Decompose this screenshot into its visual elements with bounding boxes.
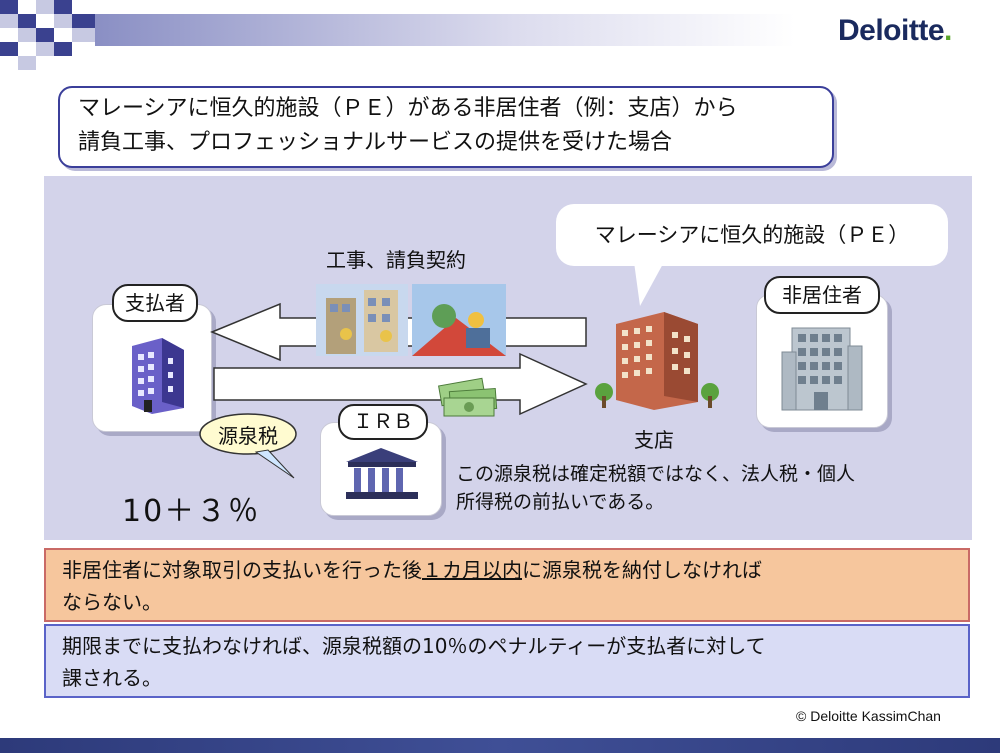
- deadline-notice-box: [44, 548, 970, 622]
- logo-dot: .: [944, 14, 952, 47]
- title-line-2: 請負工事、プロフェッショナルサービスの提供を受けた場合: [78, 130, 673, 155]
- withholding-label: 源泉税: [218, 424, 278, 448]
- branch-building-icon: [595, 312, 719, 410]
- penalty-line-2: 課される。: [62, 666, 162, 690]
- deadline-post: に源泉税を納付しなければ: [522, 558, 762, 582]
- pe-bubble: マレーシアに恒久的施設（ＰＥ）: [556, 204, 948, 266]
- deadline-line-2: ならない。: [62, 590, 162, 614]
- deadline-emphasis: １カ月以内: [422, 558, 522, 582]
- pe-bubble-tail: [634, 262, 664, 306]
- copyright: © Deloitte KassimChan: [796, 708, 941, 724]
- withholding-bubble-shape: [199, 413, 297, 479]
- deadline-pre: 非居住者に対象取引の支払いを行った後: [62, 558, 422, 582]
- penalty-notice-box: [44, 624, 970, 698]
- logo-text: Deloitte: [838, 14, 945, 47]
- branch-label: 支店: [634, 428, 674, 452]
- irb-bank-icon: [346, 448, 418, 499]
- nonresident-building-icon: [781, 327, 863, 411]
- payer-building-icon: [132, 338, 184, 414]
- construction-image: [316, 284, 506, 356]
- irb-label: ＩＲＢ: [338, 404, 428, 440]
- footer-bar: [0, 738, 1000, 753]
- payment-arrow: [213, 352, 588, 416]
- note-line-1: この源泉税は確定税額ではなく、法人税・個人: [456, 463, 856, 485]
- penalty-line-1: 期限までに支払わなければ、源泉税額の10％のペナルティーが支払者に対して: [62, 634, 766, 658]
- withholding-note: この源泉税は確定税額ではなく、法人税・個人 所得税の前払いである。: [456, 460, 966, 516]
- deadline-notice-text: 非居住者に対象取引の支払いを行った後１カ月以内に源泉税を納付しなければ ならない…: [62, 554, 962, 618]
- nonresident-label: 非居住者: [764, 276, 880, 314]
- note-line-2: 所得税の前払いである。: [456, 491, 665, 513]
- deadline-line-1: 非居住者に対象取引の支払いを行った後１カ月以内に源泉税を納付しなければ: [62, 554, 962, 586]
- penalty-notice-text: 期限までに支払わなければ、源泉税額の10％のペナルティーが支払者に対して 課され…: [62, 630, 962, 694]
- title-line-1: マレーシアに恒久的施設（ＰＥ）がある非居住者（例：支店）から: [78, 96, 738, 121]
- page-title: マレーシアに恒久的施設（ＰＥ）がある非居住者（例：支店）から 請負工事、プロフェ…: [78, 92, 828, 160]
- money-icon: [438, 377, 498, 417]
- payer-label: 支払者: [112, 284, 198, 322]
- contract-label: 工事、請負契約: [326, 248, 466, 272]
- title-box: [58, 86, 834, 168]
- withholding-rate: 10＋３％: [122, 494, 261, 529]
- deloitte-logo: Deloitte.: [838, 14, 952, 48]
- header-decoration: [0, 0, 795, 70]
